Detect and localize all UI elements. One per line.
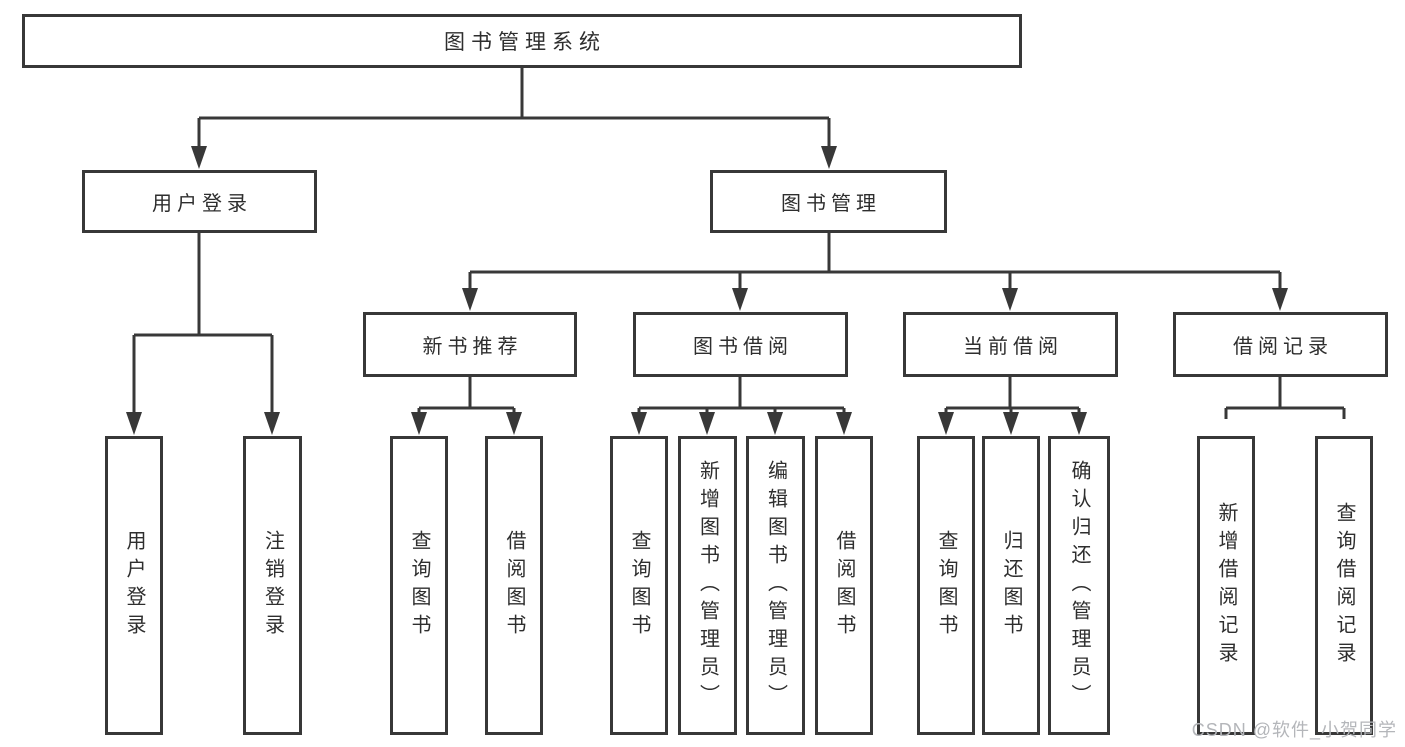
node-current-borrowing: 当前借阅	[903, 312, 1118, 377]
node-label: 查询图书	[935, 529, 957, 642]
leaf-query-book: 查询图书	[917, 436, 975, 735]
leaf-logout: 注销登录	[243, 436, 302, 735]
arrow-down-icon	[938, 412, 954, 435]
node-label: 新增借阅记录	[1215, 501, 1237, 670]
node-book-borrowing: 图书借阅	[633, 312, 848, 377]
leaf-add-book-admin: 新增图书（管理员）	[678, 436, 737, 735]
node-label: 查询借阅记录	[1333, 501, 1355, 670]
arrow-down-icon	[126, 412, 142, 435]
arrow-down-icon	[821, 146, 837, 169]
arrow-down-icon	[1002, 288, 1018, 311]
leaf-query-book: 查询图书	[390, 436, 448, 735]
arrow-down-icon	[767, 412, 783, 435]
node-borrow-records: 借阅记录	[1173, 312, 1388, 377]
arrow-down-icon	[1003, 412, 1019, 435]
arrow-down-icon	[732, 288, 748, 311]
arrow-down-icon	[631, 412, 647, 435]
arrowheads	[126, 146, 1288, 435]
node-label: 借阅记录	[1233, 336, 1333, 358]
node-label: 查询图书	[628, 529, 650, 642]
leaf-query-book: 查询图书	[610, 436, 668, 735]
node-label: 新书推荐	[422, 336, 523, 358]
leaf-borrow-book: 借阅图书	[485, 436, 543, 735]
leaf-query-borrow-record: 查询借阅记录	[1315, 436, 1373, 735]
node-book-management: 图书管理	[710, 170, 947, 233]
node-label: 借阅图书	[503, 529, 525, 642]
arrow-down-icon	[699, 412, 715, 435]
node-new-book-recommend: 新书推荐	[363, 312, 577, 377]
leaf-confirm-return-admin: 确认归还（管理员）	[1048, 436, 1110, 735]
arrow-down-icon	[191, 146, 207, 169]
node-label: 注销登录	[261, 529, 284, 642]
node-label: 查询图书	[408, 529, 430, 642]
leaf-edit-book-admin: 编辑图书（管理员）	[746, 436, 805, 735]
node-label: 用户登录	[123, 529, 145, 642]
node-label: 当前借阅	[963, 336, 1063, 358]
node-label: 借阅图书	[833, 529, 855, 642]
node-label: 编辑图书（管理员）	[764, 459, 787, 712]
csdn-watermark: CSDN @软件_小贺同学	[1191, 720, 1397, 740]
node-label: 新增图书（管理员）	[696, 459, 719, 712]
leaf-user-login: 用户登录	[105, 436, 163, 735]
node-root-system: 图书管理系统	[22, 14, 1022, 68]
node-label: 确认归还（管理员）	[1068, 459, 1090, 712]
node-label: 图书借阅	[693, 336, 793, 358]
leaf-return-book: 归还图书	[982, 436, 1040, 735]
leaf-add-borrow-record: 新增借阅记录	[1197, 436, 1255, 735]
node-label: 用户登录	[152, 193, 252, 215]
arrow-down-icon	[462, 288, 478, 311]
node-label: 图书管理系统	[444, 31, 606, 54]
arrow-down-icon	[506, 412, 522, 435]
node-label: 归还图书	[1000, 529, 1022, 642]
node-user-login: 用户登录	[82, 170, 317, 233]
arrow-down-icon	[836, 412, 852, 435]
node-label: 图书管理	[781, 193, 881, 215]
arrow-down-icon	[411, 412, 427, 435]
arrow-down-icon	[264, 412, 280, 435]
leaf-borrow-book: 借阅图书	[815, 436, 873, 735]
arrow-down-icon	[1071, 412, 1087, 435]
arrow-down-icon	[1272, 288, 1288, 311]
